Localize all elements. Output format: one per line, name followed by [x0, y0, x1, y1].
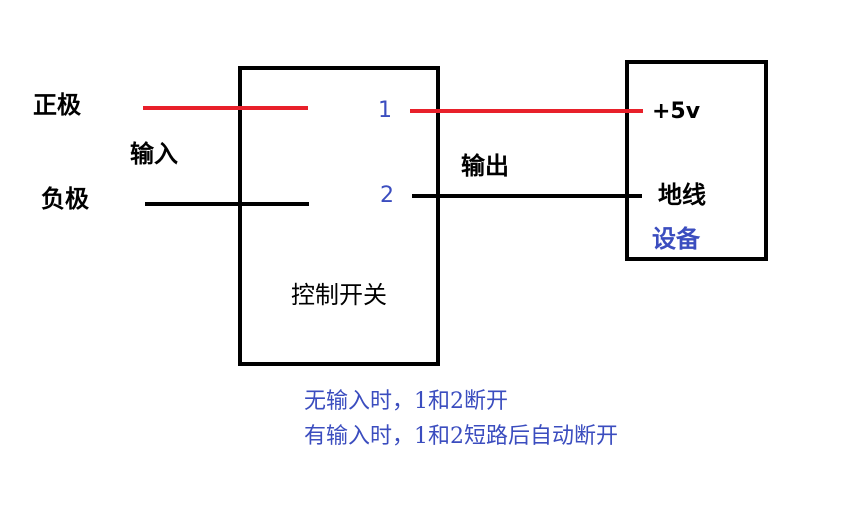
- switch-title: 控制开关: [291, 281, 387, 309]
- plus5v-output-wire: [410, 109, 643, 113]
- positive-label: 正极: [33, 91, 81, 119]
- negative-label: 负极: [41, 185, 89, 213]
- note-line-1: 无输入时，1和2断开: [304, 389, 508, 414]
- ground-output-wire: [412, 194, 642, 198]
- positive-input-wire: [143, 106, 308, 110]
- control-switch-box: [238, 66, 440, 366]
- plus5v-label: +5v: [652, 99, 701, 124]
- switch-pin-2: 2: [380, 183, 394, 208]
- switch-pin-1: 1: [378, 98, 392, 123]
- negative-input-wire: [145, 202, 309, 206]
- device-title: 设备: [652, 225, 700, 253]
- ground-label: 地线: [658, 181, 706, 209]
- note-line-2: 有输入时，1和2短路后自动断开: [304, 424, 618, 449]
- device-box: [625, 60, 768, 261]
- input-label: 输入: [130, 140, 178, 168]
- output-label: 输出: [461, 152, 509, 180]
